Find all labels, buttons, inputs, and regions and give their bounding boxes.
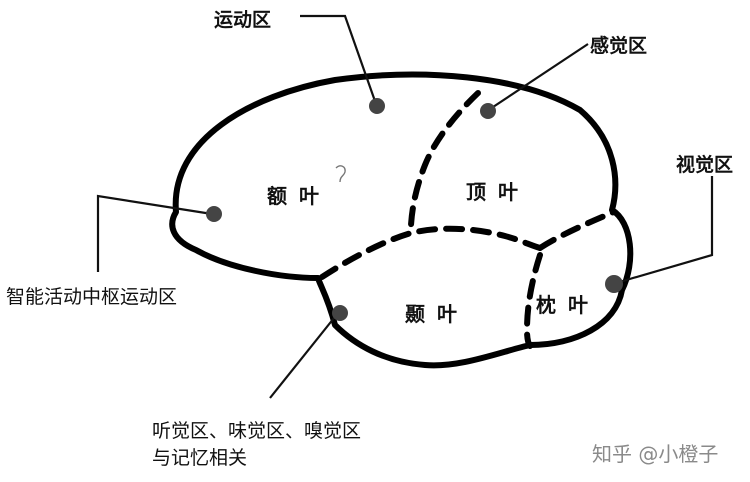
leader-lines <box>96 14 714 399</box>
parieto-occipital-sulcus <box>537 209 617 251</box>
label-auditory-line1: 听觉区、味觉区、嗅觉区 <box>152 420 362 442</box>
leader-sensory <box>486 43 589 112</box>
label-intellectual-motor-center: 智能活动中枢运动区 <box>6 286 178 308</box>
marker-visual <box>605 275 623 293</box>
label-auditory-line2: 与记忆相关 <box>152 447 248 469</box>
lobe-boundaries <box>319 90 617 349</box>
marker-intellectual <box>206 206 222 222</box>
leader-visual <box>615 176 714 285</box>
brain-outline <box>169 71 634 369</box>
temporo-occipital-boundary <box>523 252 543 349</box>
label-visual-area: 视觉区 <box>676 154 734 176</box>
lobe-occipital: 枕叶 <box>536 293 600 317</box>
marker-motor <box>369 98 385 114</box>
lobe-parietal: 顶叶 <box>466 180 530 204</box>
marker-auditory <box>332 305 348 321</box>
region-markers <box>206 98 623 321</box>
lobe-temporal: 颞叶 <box>405 302 469 326</box>
leader-auditory <box>269 312 339 399</box>
watermark: 知乎 @小橙子 <box>592 442 719 466</box>
leader-motor <box>300 14 378 105</box>
cursor-glyph <box>335 165 346 183</box>
leader-intellectual <box>96 194 213 272</box>
lateral-sulcus <box>319 225 543 280</box>
label-motor-area: 运动区 <box>214 9 272 31</box>
label-sensory-area: 感觉区 <box>590 35 648 57</box>
central-sulcus <box>408 90 481 228</box>
marker-sensory <box>480 103 496 119</box>
lobe-frontal: 额叶 <box>267 184 331 208</box>
